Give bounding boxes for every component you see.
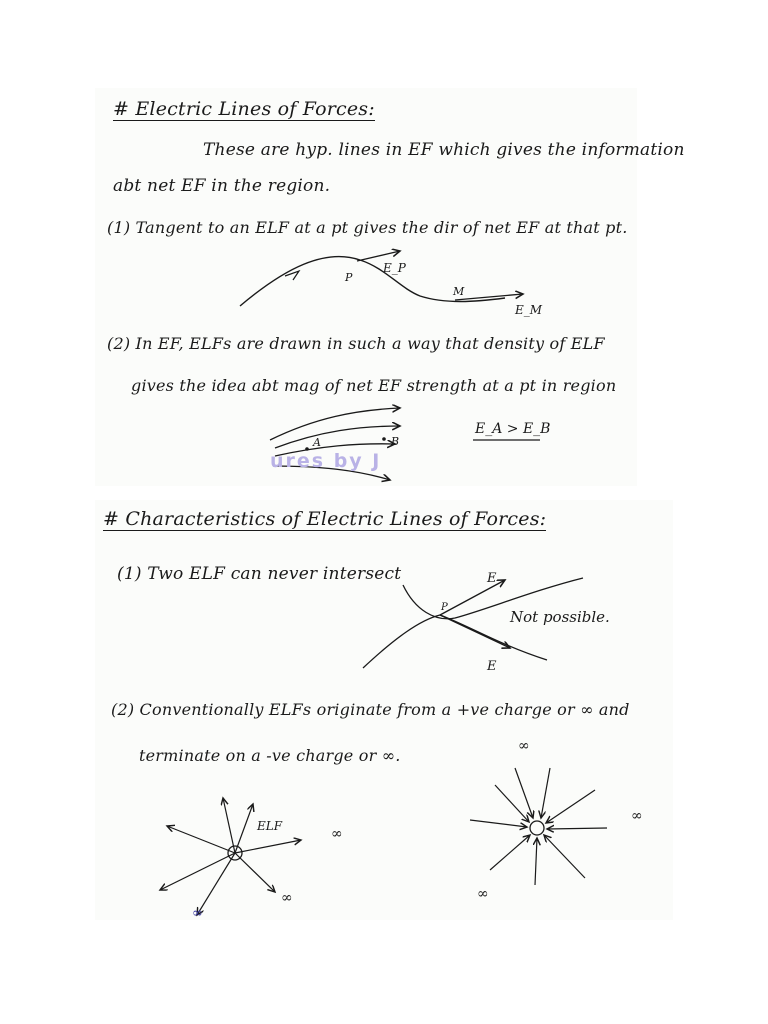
relation-ea-eb: E_A > E_B (474, 421, 550, 437)
density-diagram: A B E_A > E_B (269, 88, 550, 486)
notes-panel-1: # Electric Lines of Forces: These are hy… (95, 88, 684, 486)
tangent-vector-p (356, 251, 400, 262)
label-e1: E (486, 571, 497, 586)
negative-charge-diagram: ∞ ∞ ∞ (469, 738, 643, 902)
intersection-diagram: E P E Not possible. (362, 571, 610, 674)
label-inf-top: ∞ (518, 738, 530, 754)
direction-arrow-icon (284, 269, 301, 281)
label-p: P (344, 271, 353, 284)
label-m: M (452, 285, 465, 298)
point-b-dot (382, 437, 386, 441)
not-possible: Not possible. (509, 608, 610, 626)
positive-charge-diagram: ELF ∞ ∞ (95, 500, 343, 920)
label-ep: E_P (382, 261, 407, 275)
watermark: ures by J (270, 450, 382, 472)
section1-point1: (1) Tangent to an ELF at a pt gives the … (107, 218, 628, 237)
tangent-diagram: P E_P M E_M (239, 88, 543, 317)
section1-intro-line2: abt net EF in the region. (113, 176, 331, 196)
section2-point2-line1: (2) Conventionally ELFs originate from a… (111, 700, 630, 719)
section1-point2-line2: gives the idea abt mag of net EF strengt… (131, 376, 617, 395)
section1-point2-line1: (2) In EF, ELFs are drawn in such a way … (107, 334, 605, 353)
tangent-e1 (439, 580, 505, 616)
label-elf: ELF (256, 819, 283, 833)
field-line-curve (239, 255, 506, 307)
label-b: B (390, 435, 399, 448)
label-inf-corner: ∞ (192, 906, 204, 921)
label-p2: P (440, 602, 448, 613)
tangent-e2 (439, 614, 510, 648)
label-inf-right: ∞ (331, 826, 343, 842)
notes-panel-2: # Characteristics of Electric Lines of F… (95, 500, 673, 920)
point-a-dot (305, 447, 309, 451)
label-inf-bottom2: ∞ (477, 886, 489, 902)
section2-heading: # Characteristics of Electric Lines of F… (103, 508, 547, 531)
section1-heading: # Electric Lines of Forces: (113, 98, 375, 121)
tangent-vector-m (454, 294, 523, 301)
label-e2: E (486, 659, 497, 674)
label-inf-right2: ∞ (631, 808, 643, 824)
label-em: E_M (514, 303, 543, 317)
section2-point2-line2: terminate on a -ve charge or ∞. (139, 746, 401, 765)
label-inf-bottom: ∞ (281, 890, 293, 906)
section1-intro-line1: These are hyp. lines in EF which gives t… (203, 140, 685, 160)
label-a: A (312, 436, 321, 449)
section2-point1: (1) Two ELF can never intersect (117, 564, 402, 584)
